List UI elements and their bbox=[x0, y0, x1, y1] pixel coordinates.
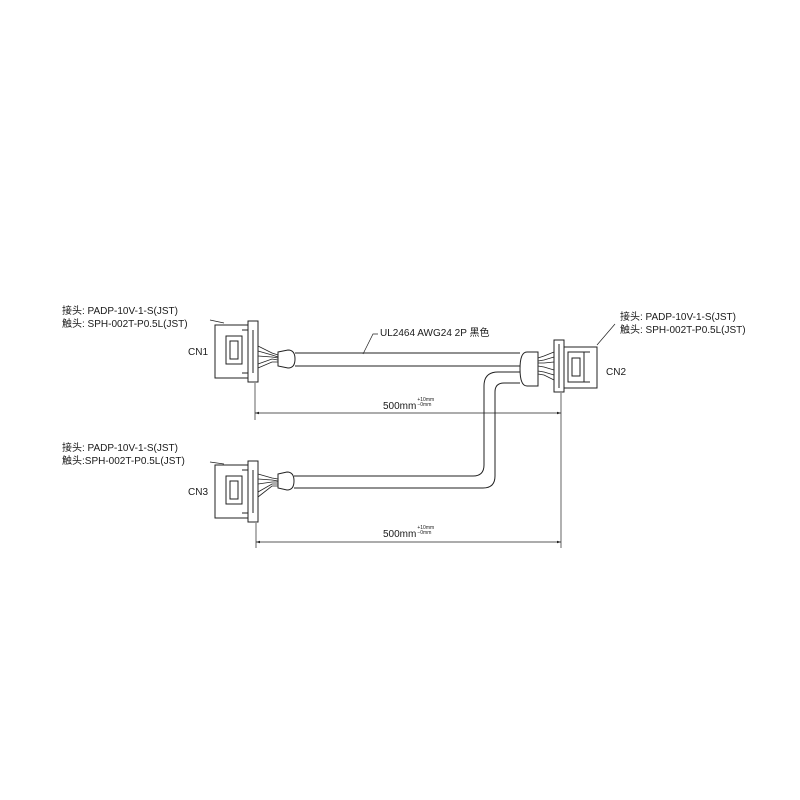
lower-cable bbox=[294, 371, 520, 489]
cn2-spec: 接头: PADP-10V-1-S(JST) 触头: SPH-002T-P0.5L… bbox=[620, 311, 746, 337]
lower-dimension-value: 500mm bbox=[383, 529, 417, 540]
cn3-connector bbox=[214, 460, 259, 523]
cn3-name: CN3 bbox=[188, 487, 209, 498]
cn1-heatshrink bbox=[277, 349, 296, 369]
cn3-spec: 接头: PADP-10V-1-S(JST) 触头:SPH-002T-P0.5L(… bbox=[62, 442, 185, 468]
cn1-name: CN1 bbox=[188, 347, 209, 358]
cn1-wires bbox=[257, 345, 279, 369]
lower-dimension-text: 500mm+10mm−0mm bbox=[383, 525, 435, 541]
cn2-wires bbox=[537, 351, 555, 381]
upper-dimension-tolerance: +10mm−0mm bbox=[417, 397, 435, 408]
cn1-spec: 接头: PADP-10V-1-S(JST) 触头: SPH-002T-P0.5L… bbox=[62, 305, 188, 331]
cn2-contact-label: 触头: SPH-002T-P0.5L(JST) bbox=[620, 325, 746, 336]
cn1-housing-label: 接头: PADP-10V-1-S(JST) bbox=[62, 306, 178, 317]
leader-lines bbox=[209, 319, 616, 465]
cn3-contact-label: 触头:SPH-002T-P0.5L(JST) bbox=[62, 456, 185, 467]
upper-dimension-value: 500mm bbox=[383, 401, 417, 412]
cn3-heatshrink bbox=[277, 471, 295, 491]
cn2-name: CN2 bbox=[606, 367, 627, 378]
upper-cable bbox=[295, 352, 520, 367]
cn1-contact-label: 触头: SPH-002T-P0.5L(JST) bbox=[62, 319, 188, 330]
cable-label: UL2464 AWG24 2P 黑色 bbox=[380, 328, 490, 339]
cn2-connector bbox=[553, 339, 598, 393]
cn1-connector bbox=[214, 320, 259, 383]
lower-dimension-tolerance: +10mm−0mm bbox=[417, 525, 435, 536]
cn2-heatshrink bbox=[519, 351, 539, 387]
cn2-housing-label: 接头: PADP-10V-1-S(JST) bbox=[620, 312, 736, 323]
cn3-housing-label: 接头: PADP-10V-1-S(JST) bbox=[62, 443, 178, 454]
upper-dimension-text: 500mm+10mm−0mm bbox=[383, 397, 435, 413]
cn3-wires bbox=[257, 473, 279, 498]
